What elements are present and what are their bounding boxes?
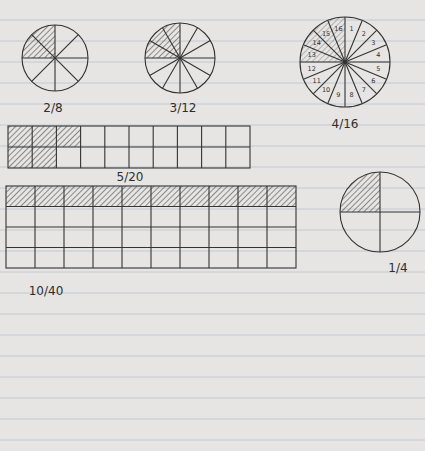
sector-number: 10 [322, 87, 330, 94]
sector-number: 7 [362, 87, 366, 94]
bar-twentieths [8, 126, 250, 168]
circle-twelfths [145, 23, 215, 93]
ruled-lines [0, 20, 425, 440]
sector-number: 12 [308, 65, 316, 72]
fraction-caption: 5/20 [117, 170, 144, 184]
bar-fortieths [6, 186, 296, 268]
sector-number: 8 [350, 92, 354, 99]
fraction-caption: 10/40 [29, 284, 64, 298]
sector-number: 15 [322, 30, 330, 37]
fraction-caption: 2/8 [43, 101, 62, 115]
fraction-caption: 1/4 [388, 261, 407, 275]
circle-eighths [22, 25, 88, 91]
fraction-caption: 3/12 [170, 101, 197, 115]
sector-number: 11 [313, 78, 321, 85]
sector-number: 2 [362, 30, 366, 37]
sector-number: 1 [350, 25, 354, 32]
sector-number: 4 [376, 52, 380, 59]
fraction-caption: 4/16 [332, 117, 359, 131]
sector-number: 5 [376, 65, 380, 72]
sector-number: 16 [334, 25, 342, 32]
sector-number: 14 [313, 40, 321, 47]
sector-number: 3 [371, 40, 375, 47]
sector-number: 6 [371, 78, 375, 85]
sector-number: 9 [336, 92, 340, 99]
circle-quarters [340, 172, 420, 252]
circle-sixteenths [300, 17, 390, 107]
sector-number: 13 [308, 52, 316, 59]
